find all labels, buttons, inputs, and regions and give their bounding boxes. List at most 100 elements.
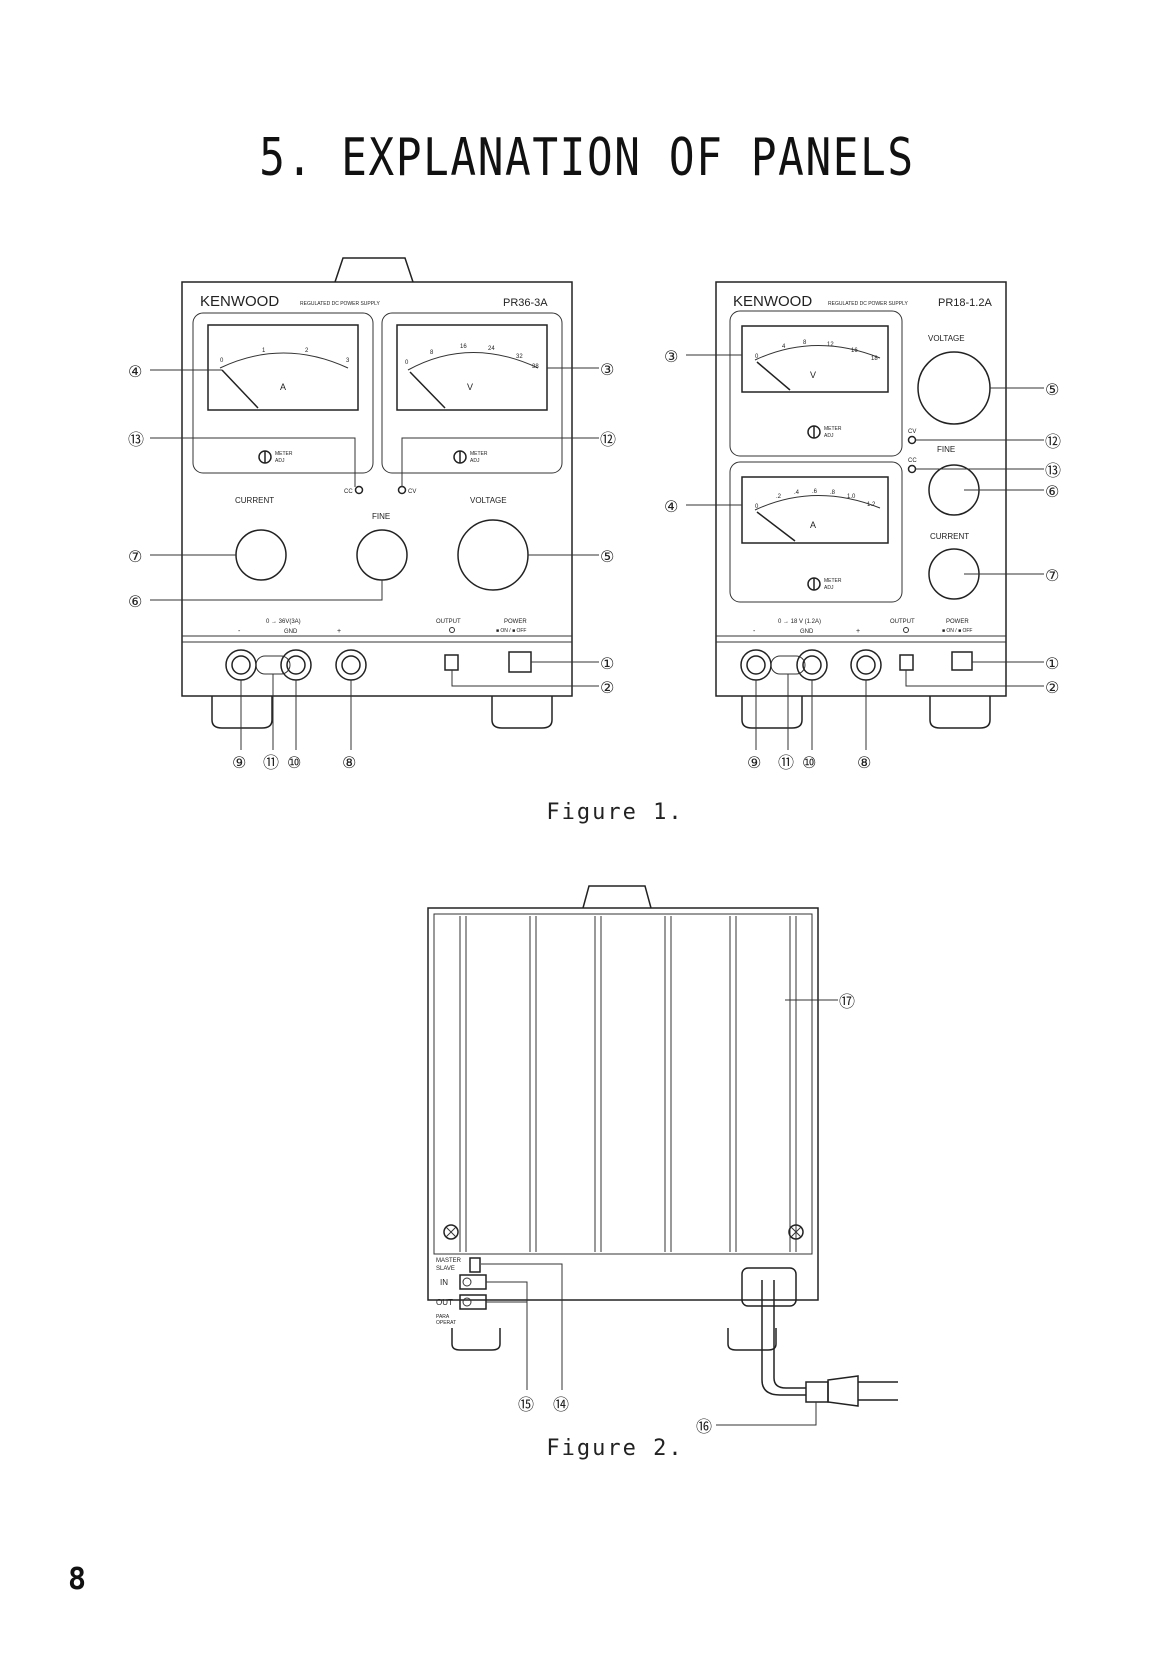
- svg-text:CURRENT: CURRENT: [235, 496, 274, 505]
- cc-indicator: [907, 464, 917, 474]
- svg-text:8: 8: [430, 350, 434, 356]
- svg-text:CURRENT: CURRENT: [930, 532, 969, 541]
- screw-right: [788, 1224, 804, 1240]
- model-label: PR18-1.2A: [938, 297, 992, 309]
- power-switch: [508, 651, 532, 673]
- svg-text:1.0: 1.0: [847, 494, 856, 500]
- svg-text:■ ON / ■ OFF: ■ ON / ■ OFF: [496, 628, 526, 634]
- svg-text:+: +: [856, 628, 860, 635]
- voltmeter: [396, 324, 548, 411]
- svg-text:OPERAT: OPERAT: [436, 1320, 456, 1326]
- callout-1: ①: [1045, 654, 1059, 673]
- callout-6: ⑥: [128, 592, 142, 611]
- foot-left: [741, 696, 803, 729]
- svg-text:METER: METER: [824, 426, 842, 432]
- callout-11: ⑪: [263, 753, 279, 772]
- cord-bushing: [741, 1267, 797, 1307]
- model-label: PR36-3A: [503, 297, 548, 309]
- svg-text:CC: CC: [908, 458, 917, 464]
- voltage-knob: [917, 351, 991, 425]
- front-panel-pr18-1-2a: KENWOOD REGULATED DC POWER SUPPLY PR18-1…: [715, 281, 1007, 729]
- svg-text:1: 1: [262, 348, 266, 354]
- cv-indicator: [907, 435, 917, 445]
- fine-knob: [356, 529, 408, 581]
- foot-right: [491, 696, 553, 729]
- svg-text:PARA: PARA: [436, 1314, 450, 1320]
- svg-text:A: A: [810, 520, 816, 530]
- callout-15: ⑮: [518, 1395, 534, 1414]
- svg-text:ADJ: ADJ: [275, 458, 285, 464]
- cv-indicator: [397, 485, 407, 495]
- figure-1-caption: Figure 1.: [546, 800, 684, 825]
- svg-text:4: 4: [782, 344, 786, 350]
- heatsink-fins: [459, 916, 797, 1252]
- svg-text:IN: IN: [440, 1278, 448, 1287]
- foot-left: [451, 1328, 501, 1351]
- terminal-minus: [225, 649, 257, 681]
- svg-text:0: 0: [755, 504, 759, 510]
- callout-6: ⑥: [1045, 482, 1059, 501]
- voltmeter-bezel: [381, 312, 563, 474]
- svg-text:0 → 18 V (1.2A): 0 → 18 V (1.2A): [778, 619, 821, 625]
- callout-17: ⑰: [839, 992, 855, 1011]
- callout-10: ⑩: [287, 753, 301, 772]
- svg-text:0 → 36V(3A): 0 → 36V(3A): [266, 619, 301, 625]
- svg-text:18: 18: [871, 356, 878, 362]
- callout-8: ⑧: [857, 753, 871, 772]
- voltmeter-needle: [756, 361, 791, 391]
- cc-indicator: [354, 485, 364, 495]
- svg-text:3: 3: [346, 358, 350, 364]
- ammeter-bezel: [729, 461, 903, 603]
- svg-text:V: V: [810, 370, 816, 380]
- svg-text:-: -: [753, 628, 756, 635]
- svg-text:METER: METER: [275, 451, 293, 457]
- svg-text:METER: METER: [470, 451, 488, 457]
- ammeter-bezel: [192, 312, 374, 474]
- svg-text:ADJ: ADJ: [470, 458, 480, 464]
- power-switch: [951, 651, 973, 671]
- svg-text:OUT: OUT: [436, 1298, 453, 1307]
- svg-text:-: -: [238, 628, 241, 635]
- svg-text:FINE: FINE: [937, 445, 955, 454]
- callout-11: ⑪: [778, 753, 794, 772]
- svg-text:0: 0: [405, 360, 409, 366]
- carry-handle: [334, 257, 414, 283]
- callouts-unit-a: ④ ⑬ ③ ⑫ ⑦ ⑤ ⑥ ① ② ⑨ ⑪ ⑩ ⑧: [128, 360, 616, 772]
- svg-text:1.2: 1.2: [867, 502, 876, 508]
- callout-13: ⑬: [128, 430, 144, 449]
- svg-text:POWER: POWER: [946, 619, 969, 625]
- svg-text:38: 38: [532, 364, 539, 370]
- svg-text:VOLTAGE: VOLTAGE: [470, 496, 507, 505]
- unit-body: [181, 281, 573, 697]
- svg-text:METER: METER: [824, 578, 842, 584]
- terminal-plus: [850, 649, 882, 681]
- rear-body: [427, 907, 819, 1301]
- callout-3: ③: [664, 347, 678, 366]
- callout-13: ⑬: [1045, 461, 1061, 480]
- callout-12: ⑫: [600, 430, 616, 449]
- page-title: 5. EXPLANATION OF PANELS: [259, 128, 915, 188]
- callouts-figure-2: ⑰ ⑮ ⑭ ⑯: [518, 992, 855, 1436]
- svg-text:0: 0: [220, 358, 224, 364]
- svg-text:V: V: [467, 382, 473, 392]
- callout-4: ④: [664, 497, 678, 516]
- screw-left: [443, 1224, 459, 1240]
- callout-9: ⑨: [747, 753, 761, 772]
- brand-logo: KENWOOD: [733, 293, 812, 310]
- svg-text:+: +: [337, 628, 341, 635]
- callout-1: ①: [600, 654, 614, 673]
- svg-text:2: 2: [305, 348, 309, 354]
- ground-bar: [770, 655, 806, 675]
- svg-text:16: 16: [460, 344, 467, 350]
- svg-text:CC: CC: [344, 489, 353, 495]
- svg-text:ADJ: ADJ: [824, 585, 834, 591]
- callouts-unit-b: ③ ⑤ ⑫ ⑬ ⑥ ④ ⑦ ① ② ⑨ ⑪ ⑩ ⑧: [664, 347, 1061, 772]
- callout-9: ⑨: [232, 753, 246, 772]
- svg-text:32: 32: [516, 354, 523, 360]
- brand-logo: KENWOOD: [200, 293, 279, 310]
- svg-text:.8: .8: [830, 490, 836, 496]
- terminal-minus: [740, 649, 772, 681]
- svg-text:24: 24: [488, 346, 495, 352]
